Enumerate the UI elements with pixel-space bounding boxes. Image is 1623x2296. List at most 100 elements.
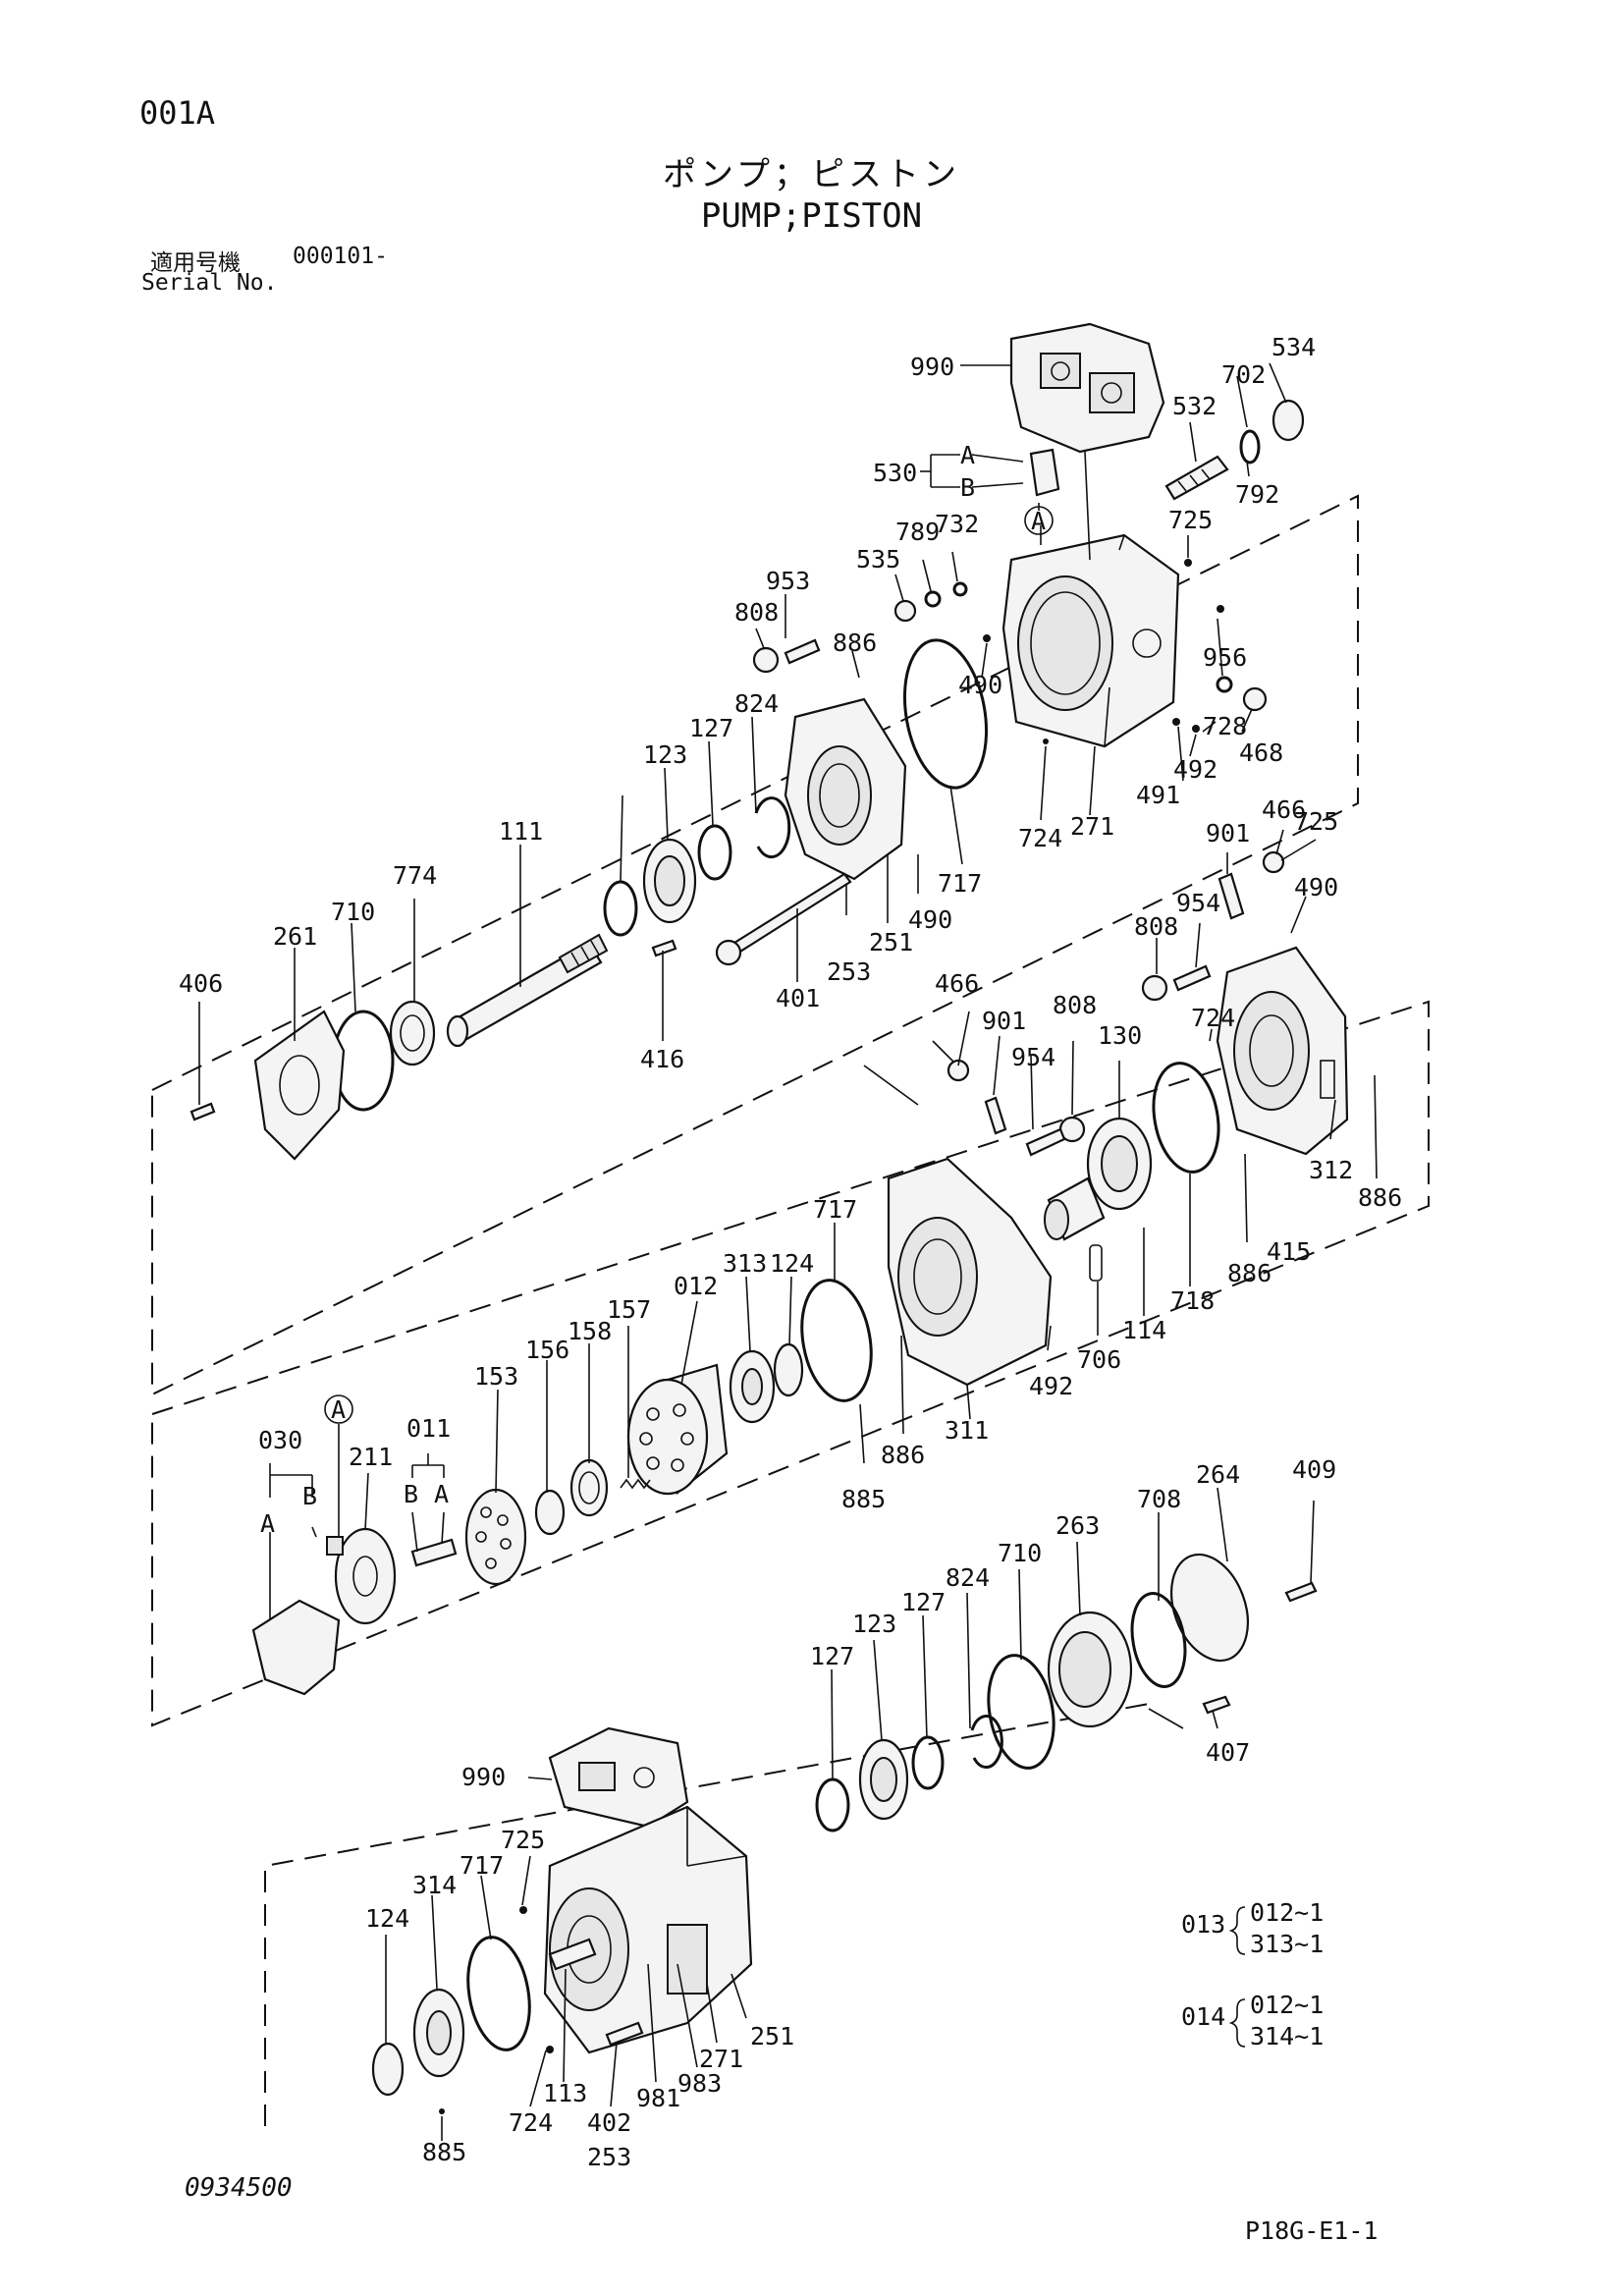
ring-732 [952, 581, 968, 597]
bolt-407 [1202, 1695, 1231, 1715]
bracket-030-b: B [302, 1482, 317, 1510]
callout-label: 253 [827, 957, 871, 986]
callout-label: 416 [640, 1045, 684, 1073]
callout-label: 886 [1358, 1183, 1402, 1212]
svg-text:313~1: 313~1 [1250, 1930, 1324, 1958]
serial-label: Serial No. [141, 270, 278, 296]
serial-label-japanese: 適用号機 [150, 250, 241, 276]
plug-468 [1242, 686, 1268, 712]
cylinder-block-012 [626, 1363, 729, 1496]
eyebolt-901-mid-a [1217, 872, 1245, 920]
callout-labels: 990 534 702 532 792 530 725 535 789 732 … [179, 333, 1402, 2171]
callout-label: 717 [938, 869, 982, 898]
callout-label: 724 [1191, 1004, 1235, 1032]
nut-808-top [752, 646, 780, 674]
oring-956 [1216, 676, 1233, 693]
callout-label: 127 [810, 1642, 854, 1670]
section-frame-top [151, 494, 1359, 1396]
plug-535 [893, 599, 917, 623]
key-706 [1089, 1244, 1103, 1282]
callout-label: 153 [474, 1362, 518, 1391]
bracket-530-a: A [960, 441, 975, 469]
callout-label: 127 [689, 714, 733, 742]
callout-label: 113 [543, 2079, 587, 2107]
callout-label: 490 [1294, 873, 1338, 902]
oring-717-top [902, 638, 989, 790]
spring-157 [620, 1478, 651, 1490]
marker-circle-a-top: A [1024, 506, 1054, 535]
callout-label: 717 [813, 1195, 857, 1224]
callout-label: 710 [331, 898, 375, 926]
callout-label: 011 [406, 1414, 451, 1443]
assembly-legend-013: 013 012~1 313~1 [1181, 1898, 1324, 1958]
oring-717-bottom [466, 1936, 531, 2051]
callout-label: 824 [734, 689, 779, 718]
ring-158 [569, 1458, 609, 1517]
callout-label: 314 [412, 1871, 457, 1899]
nut-808-mid-a [1141, 974, 1168, 1002]
oring-717-mid [800, 1279, 873, 1402]
callout-label: 251 [869, 928, 913, 957]
pump-housing-311 [887, 1157, 1053, 1387]
shaft-111 [446, 933, 609, 1048]
callout-label: 271 [699, 2045, 743, 2073]
callout-label: 409 [1292, 1455, 1336, 1484]
svg-text:013: 013 [1181, 1910, 1225, 1939]
callout-label: 253 [587, 2143, 631, 2171]
end-cover-312 [1216, 946, 1349, 1156]
cover-261 [253, 1010, 346, 1161]
callout-label: 885 [841, 1485, 886, 1513]
callout-label: 490 [958, 671, 1002, 699]
marker-circle-a-middle: A [324, 1394, 353, 1424]
ring-708 [1130, 1592, 1187, 1688]
callout-label: 313 [723, 1249, 767, 1278]
swash-plate-030 [251, 1536, 344, 1696]
callout-label: 792 [1235, 480, 1279, 509]
callout-label: 774 [393, 861, 437, 890]
callout-label: 789 [895, 518, 940, 546]
oring-718 [1152, 1062, 1220, 1174]
callout-label: 724 [509, 2108, 553, 2137]
svg-text:A: A [1031, 507, 1046, 535]
cover-264 [1170, 1553, 1249, 1663]
callout-label: 491 [1136, 781, 1180, 809]
callout-label: 415 [1267, 1237, 1311, 1266]
callout-label: 534 [1271, 333, 1316, 361]
bolt-406 [189, 1102, 216, 1121]
callout-label: 901 [1206, 819, 1250, 847]
callout-label: 311 [945, 1416, 989, 1445]
piston-011 [410, 1538, 458, 1567]
screw-954-mid-b [1025, 1127, 1066, 1157]
callout-label: 211 [349, 1443, 393, 1471]
page-code: 001A [139, 94, 216, 132]
section-frame-bottom [264, 1703, 1150, 2126]
callout-label: 954 [1176, 889, 1220, 917]
callout-label: 725 [501, 1826, 545, 1854]
callout-label: 981 [636, 2084, 680, 2112]
callout-label: 466 [935, 969, 979, 998]
ring-127-top-a [697, 824, 732, 881]
bracket-011-a: A [434, 1480, 449, 1508]
bearing-124-bottom [371, 2042, 405, 2097]
gear-130 [1086, 1117, 1153, 1211]
section-frame-middle [151, 1000, 1430, 1727]
ring-127-bottom-a [911, 1735, 945, 1790]
retainer-plate-153 [464, 1488, 527, 1586]
regulator-990-bottom [548, 1726, 689, 1829]
callout-label: 401 [776, 984, 820, 1012]
callout-label: 953 [766, 567, 810, 595]
serial-number: 000101- [293, 244, 388, 269]
stud-402 [605, 2021, 644, 2047]
bolt-401 [725, 872, 852, 958]
spline-coupling-114 [1044, 1176, 1106, 1241]
page-reference: P18G-E1-1 [1245, 2216, 1379, 2245]
callout-label: 808 [1134, 912, 1178, 941]
block-530 [1029, 448, 1060, 497]
callout-label: 808 [734, 598, 779, 627]
ring-127-top-b [603, 880, 638, 937]
callout-label: 732 [935, 510, 979, 538]
callout-label: 402 [587, 2108, 631, 2137]
leader-lines [198, 362, 1378, 2141]
page-title-japanese: ポンプ；ピストン [663, 155, 960, 194]
callout-label: 990 [910, 353, 954, 381]
